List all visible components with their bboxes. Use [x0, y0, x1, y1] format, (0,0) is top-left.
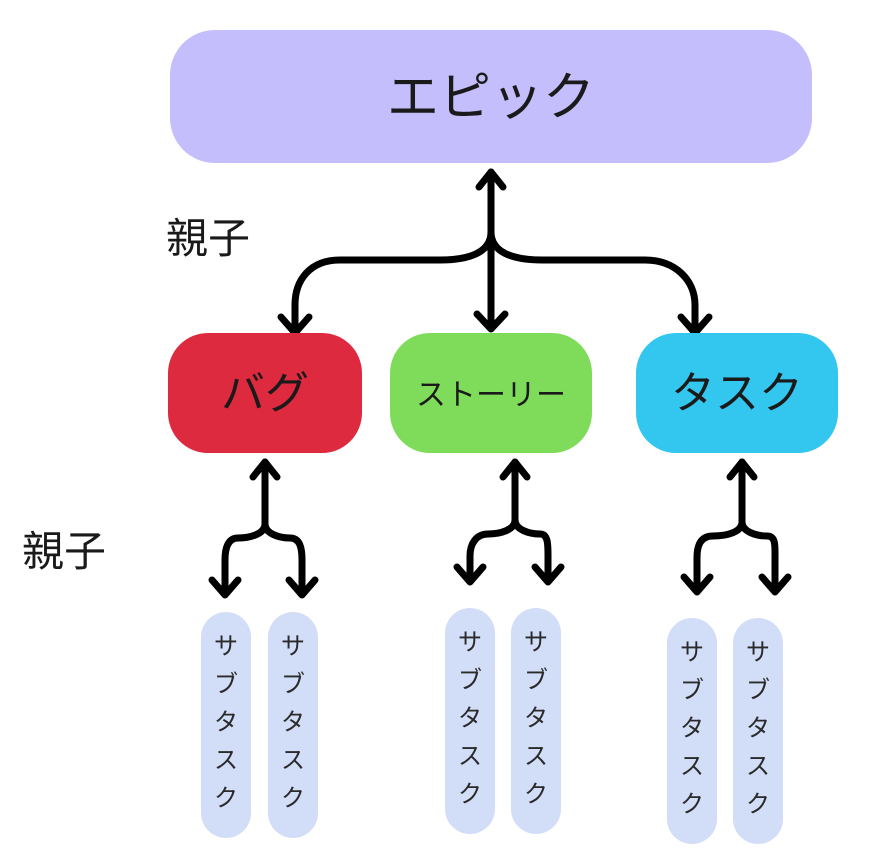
bug-label: バグ: [221, 368, 309, 419]
story-box: [390, 333, 592, 453]
subtask-box: [667, 618, 717, 844]
subtask-node: サブタスク: [445, 608, 495, 834]
subtask-label: サブタスク: [214, 632, 238, 812]
task-node: タスク: [636, 333, 838, 453]
task-subtask-connectors: [680, 458, 792, 596]
subtask-node: サブタスク: [667, 618, 717, 844]
subtask-label: サブタスク: [458, 628, 482, 808]
bug-box: [168, 333, 362, 453]
subtask-node: サブタスク: [268, 612, 318, 838]
relation-label-child: 親子: [22, 527, 106, 576]
story-label: ストーリー: [416, 378, 566, 413]
task-box: [636, 333, 838, 453]
bug-node: バグ: [168, 333, 362, 453]
bug-subtask-connectors: [208, 458, 319, 599]
story-subtask-connectors: [453, 458, 565, 586]
task-label: タスク: [671, 368, 803, 419]
subtask-label: サブタスク: [524, 628, 548, 808]
subtask-label: サブタスク: [746, 638, 770, 818]
subtask-box: [268, 612, 318, 838]
epic-connectors: [277, 168, 713, 337]
subtask-box: [445, 608, 495, 834]
subtask-label: サブタスク: [281, 632, 305, 812]
subtask-node: サブタスク: [733, 618, 783, 844]
epic-node: エピック: [170, 30, 812, 163]
subtask-label: サブタスク: [680, 638, 704, 818]
subtask-node: サブタスク: [201, 612, 251, 838]
epic-box: [170, 30, 812, 163]
story-node: ストーリー: [390, 333, 592, 453]
subtask-box: [733, 618, 783, 844]
relation-label-epic: 親子: [166, 214, 250, 263]
subtask-box: [201, 612, 251, 838]
epic-label: エピック: [387, 68, 595, 128]
subtask-box: [511, 608, 561, 834]
subtask-node: サブタスク: [511, 608, 561, 834]
